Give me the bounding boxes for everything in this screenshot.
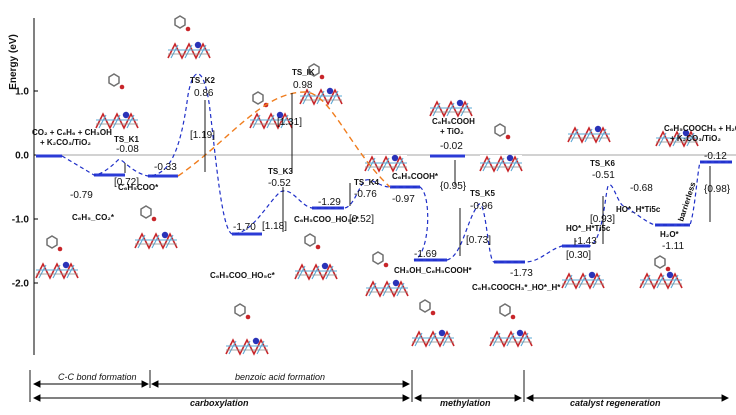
barrier-value: [1.18] <box>262 221 287 232</box>
axis-tick-label: 0.0 <box>15 151 29 162</box>
ts-ik-label: TS_IK <box>292 68 315 77</box>
ts-k2-value: 0.86 <box>194 88 214 99</box>
cooch3-label: C₆H₅COOCH₃*_HO*_H* <box>472 283 561 292</box>
barrier-arrows <box>124 93 711 256</box>
reactants-label-2: + K₂CO₃/TiO₂ <box>40 138 91 147</box>
axis-title: Energy (eV) <box>8 34 19 90</box>
axis-tick-label: -1.0 <box>12 215 30 226</box>
c6h5co2-value: -0.79 <box>70 190 93 201</box>
c6h5coo-label: C₆H₅COO* <box>118 183 159 192</box>
ts-ik-value: 0.98 <box>293 80 313 91</box>
ts-k1-label: TS_K1 <box>114 135 139 144</box>
h2o-value: -1.11 <box>662 241 684 252</box>
section-carboxylation: carboxylation <box>190 398 249 408</box>
ts-k2-label: TS_K2 <box>190 76 215 85</box>
barrier-value: {0.95} <box>440 181 467 192</box>
ho-h-2-value: -0.68 <box>630 183 653 194</box>
axis-tick-label: 1.0 <box>15 87 29 98</box>
state-labels: CO₂ + C₆H₆ + CH₃OH + K₂CO₃/TiO₂ -0.79 C₆… <box>32 68 736 292</box>
products-value: -0.12 <box>704 151 727 162</box>
ts-k4-label: TS_K4 <box>354 178 379 187</box>
ts-k3-value: -0.52 <box>268 178 291 189</box>
c6h5cooh-label: C₆H₅COOH* <box>392 172 439 181</box>
section-regeneration: catalyst regeneration <box>570 398 661 408</box>
barrier-value: [0.93] <box>590 214 615 225</box>
c6h5co2-label: C₆H₅_CO₂* <box>72 213 115 222</box>
ts-k3-label: TS_K3 <box>268 167 293 176</box>
products-label-1: C₆H₅COOCH₃ + H₂O <box>664 124 736 133</box>
barrier-value: [0.73] <box>466 235 491 246</box>
ho5c-mid-value: -1.29 <box>318 197 341 208</box>
c6h5coo-value: -0.33 <box>154 162 177 173</box>
products-label-2: + K₂CO₃/TiO₂ <box>670 134 721 143</box>
h2o-label: H₂O* <box>660 230 680 239</box>
cooh-tio2-label-2: + TiO₂ <box>440 127 464 136</box>
barrier-value: [0.72] <box>114 177 139 188</box>
ho5c-mid-label: C₆H₅COO_HO₅c* <box>294 215 360 224</box>
ts-k1-value: -0.08 <box>116 144 139 155</box>
ho-h-1-value: -1.43 <box>574 236 597 247</box>
reactants-label-1: CO₂ + C₆H₆ + CH₃OH <box>32 128 112 137</box>
cooh-tio2-label-1: C₆H₅COOH <box>432 117 475 126</box>
ch3oh-label: CH₃OH_C₆H₅COOH* <box>394 266 473 275</box>
ch3oh-value: -1.69 <box>414 249 437 260</box>
barrier-value: [1.31] <box>277 117 302 128</box>
section-methylation: methylation <box>440 398 491 408</box>
barrier-value: [1.19] <box>190 130 215 141</box>
ts-k6-label: TS_K6 <box>590 159 615 168</box>
ts-k4-value: -0.76 <box>354 189 377 200</box>
ts-k5-label: TS_K5 <box>470 189 495 198</box>
ho-h-2-label: HO*_H*Ti5c <box>616 205 661 214</box>
cooch3-value: -1.73 <box>510 268 533 279</box>
section-bars <box>29 370 730 402</box>
barrier-value: {0.98} <box>704 184 731 195</box>
barrier-value: [0.52] <box>349 214 374 225</box>
cooh-tio2-value: -0.02 <box>440 141 463 152</box>
ho-h-1-label: HO*_H*Ti5c <box>566 224 611 233</box>
ho5c-low-label: C₆H₅COO_HO₅c* <box>210 271 276 280</box>
section-benzoic: benzoic acid formation <box>235 372 325 382</box>
ts-ik-pathway <box>177 91 391 188</box>
ts-k6-value: -0.51 <box>592 170 615 181</box>
c6h5cooh-value: -0.97 <box>392 194 415 205</box>
section-cc: C-C bond formation <box>58 372 137 382</box>
reaction-pathway <box>61 73 732 263</box>
barrier-value: [0.30] <box>566 250 591 261</box>
axis-tick-label: -2.0 <box>12 279 30 290</box>
ts-k5-value: -0.96 <box>470 201 493 212</box>
barrier-values: [0.72] [1.19] [1.31] [1.18] [0.52] {0.95… <box>114 117 731 261</box>
ho5c-low-value: -1.70 <box>233 222 256 233</box>
